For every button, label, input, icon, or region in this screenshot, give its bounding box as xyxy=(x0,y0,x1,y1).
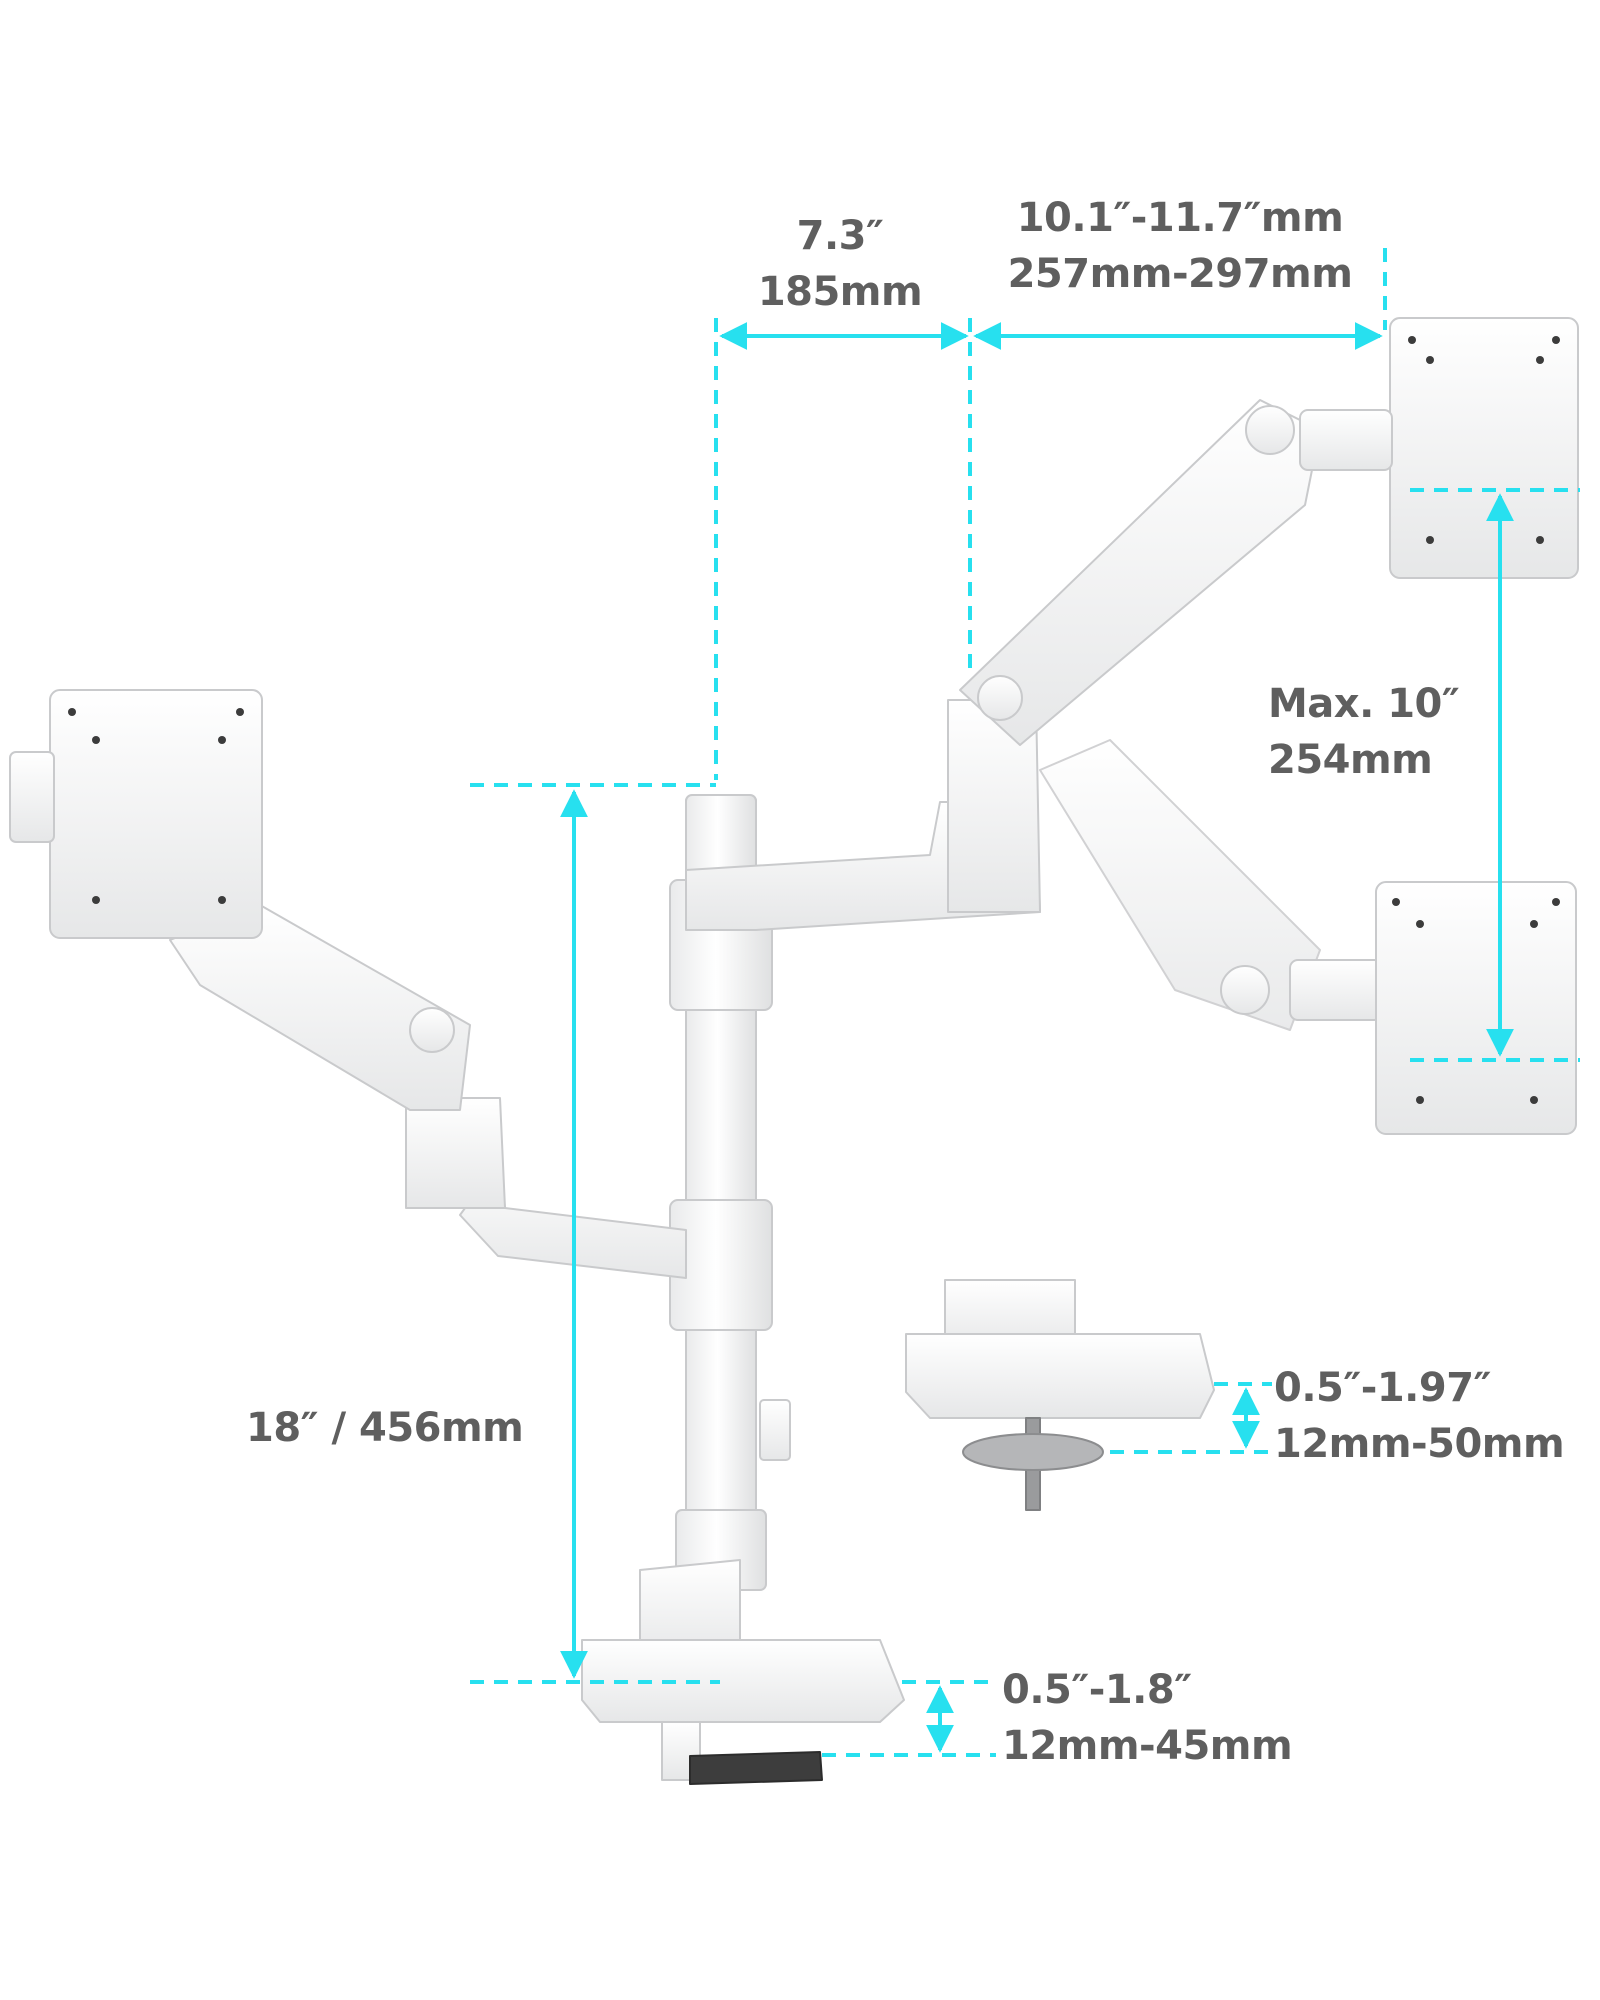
label-pole-height-text: 18″ / 456mm xyxy=(246,1405,524,1451)
clamp-base-plate xyxy=(581,1639,905,1723)
clamp-detail-plate xyxy=(905,1333,1215,1419)
label-desk-clamp-range: 0.5″-1.8″ 12mm-45mm xyxy=(1002,1662,1293,1774)
monitor-arm-illustration xyxy=(9,317,1579,1785)
right-upper-vesa-plate xyxy=(1389,317,1579,579)
right-upper-head-joint xyxy=(1245,405,1295,455)
label-arm-reach-inches: 10.1″-11.7″mm xyxy=(1016,195,1344,241)
label-arm-spacing: 7.3″ 185mm xyxy=(720,208,960,320)
label-vertical-travel-mm: 254mm xyxy=(1268,737,1433,783)
right-upper-joint xyxy=(977,675,1023,721)
label-desk-clamp-mm: 12mm-45mm xyxy=(1002,1723,1293,1769)
right-upper-tilt-head xyxy=(1299,409,1393,471)
clamp-detail-washer xyxy=(962,1433,1104,1471)
label-clamp-detail-inches: 0.5″-1.97″ xyxy=(1274,1365,1491,1411)
label-clamp-detail-mm: 12mm-50mm xyxy=(1274,1421,1565,1467)
label-pole-height: 18″ / 456mm xyxy=(246,1400,524,1456)
vesa-holes xyxy=(68,336,1560,1104)
label-clamp-detail-range: 0.5″-1.97″ 12mm-50mm xyxy=(1274,1360,1565,1472)
label-desk-clamp-inches: 0.5″-1.8″ xyxy=(1002,1667,1192,1713)
right-lower-vesa-plate xyxy=(1375,881,1577,1135)
label-arm-spacing-inches: 7.3″ xyxy=(796,213,884,259)
left-arm-joint xyxy=(409,1007,455,1053)
right-lower-tilt-head xyxy=(1289,959,1383,1021)
label-arm-reach-mm: 257mm-297mm xyxy=(1007,251,1353,297)
left-vesa-plate xyxy=(49,689,263,939)
label-arm-spacing-mm: 185mm xyxy=(757,269,923,315)
label-vertical-travel-inches: Max. 10″ xyxy=(1268,681,1460,727)
label-arm-reach: 10.1″-11.7″mm 257mm-297mm xyxy=(980,190,1380,302)
dimension-lines xyxy=(470,248,1580,1757)
right-lower-joint xyxy=(1220,965,1270,1015)
left-elbow-block xyxy=(405,1097,506,1209)
label-vertical-travel: Max. 10″ 254mm xyxy=(1268,676,1460,788)
left-side-bracket xyxy=(9,751,55,843)
pole-clip xyxy=(759,1399,791,1461)
clamp-pad xyxy=(689,1751,823,1785)
